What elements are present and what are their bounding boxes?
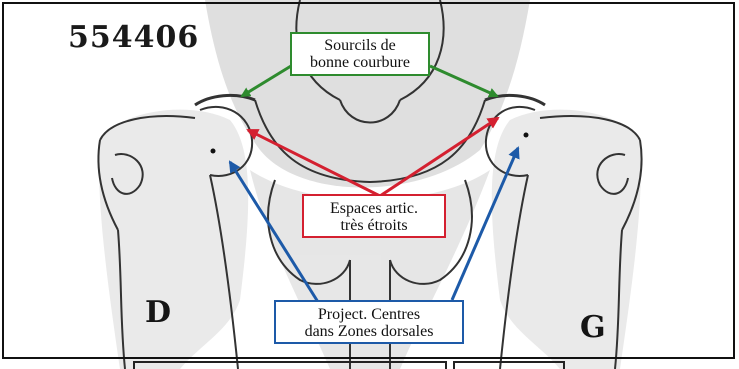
joints-line-2: très étroits — [304, 217, 444, 234]
side-label-right-hip: D — [145, 295, 171, 330]
brows-annotation-box: Sourcils de bonne courbure — [290, 32, 430, 76]
side-label-left-hip: G — [580, 310, 606, 345]
brows-line-1: Sourcils de — [292, 37, 428, 54]
centers-line-1: Project. Centres — [276, 306, 462, 323]
joints-annotation-box: Espaces artic. très étroits — [302, 194, 446, 238]
case-id-label: 554406 — [68, 20, 199, 55]
joints-line-1: Espaces artic. — [304, 200, 444, 217]
centers-annotation-box: Project. Centres dans Zones dorsales — [274, 300, 464, 344]
brows-line-2: bonne courbure — [292, 54, 428, 71]
centers-line-2: dans Zones dorsales — [276, 323, 462, 340]
